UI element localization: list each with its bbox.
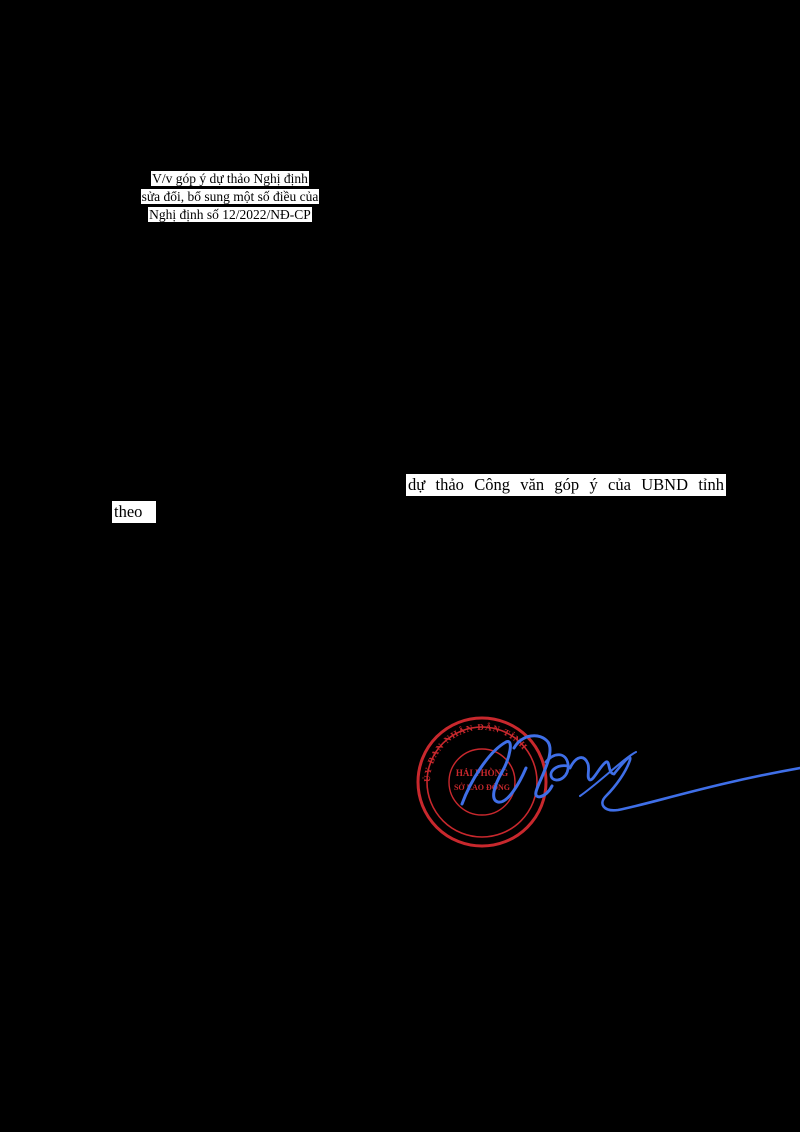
abstract-line-1: V/v góp ý dự thảo Nghị định [151, 171, 309, 186]
document-abstract: V/v góp ý dự thảo Nghị định sửa đổi, bổ … [122, 170, 338, 224]
abstract-line-2: sửa đổi, bổ sung một số điều của [140, 189, 320, 204]
seal-inner-text-2: SỞ LAO ĐỘNG [454, 782, 510, 792]
abstract-line-3: Nghị định số 12/2022/NĐ-CP [148, 207, 312, 222]
body-text-fragment-continuation: theo [112, 501, 156, 523]
seal-inner-text-1: HẢI PHÒNG [456, 768, 508, 778]
handwritten-signature [460, 734, 800, 812]
body-text-fragment: dự thảo Công văn góp ý của UBND tỉnh [406, 474, 726, 496]
seal-and-signature: ỦY BAN NHÂN DÂN TỈNH HẢI PHÒNG SỞ LAO ĐỘ… [410, 712, 800, 862]
